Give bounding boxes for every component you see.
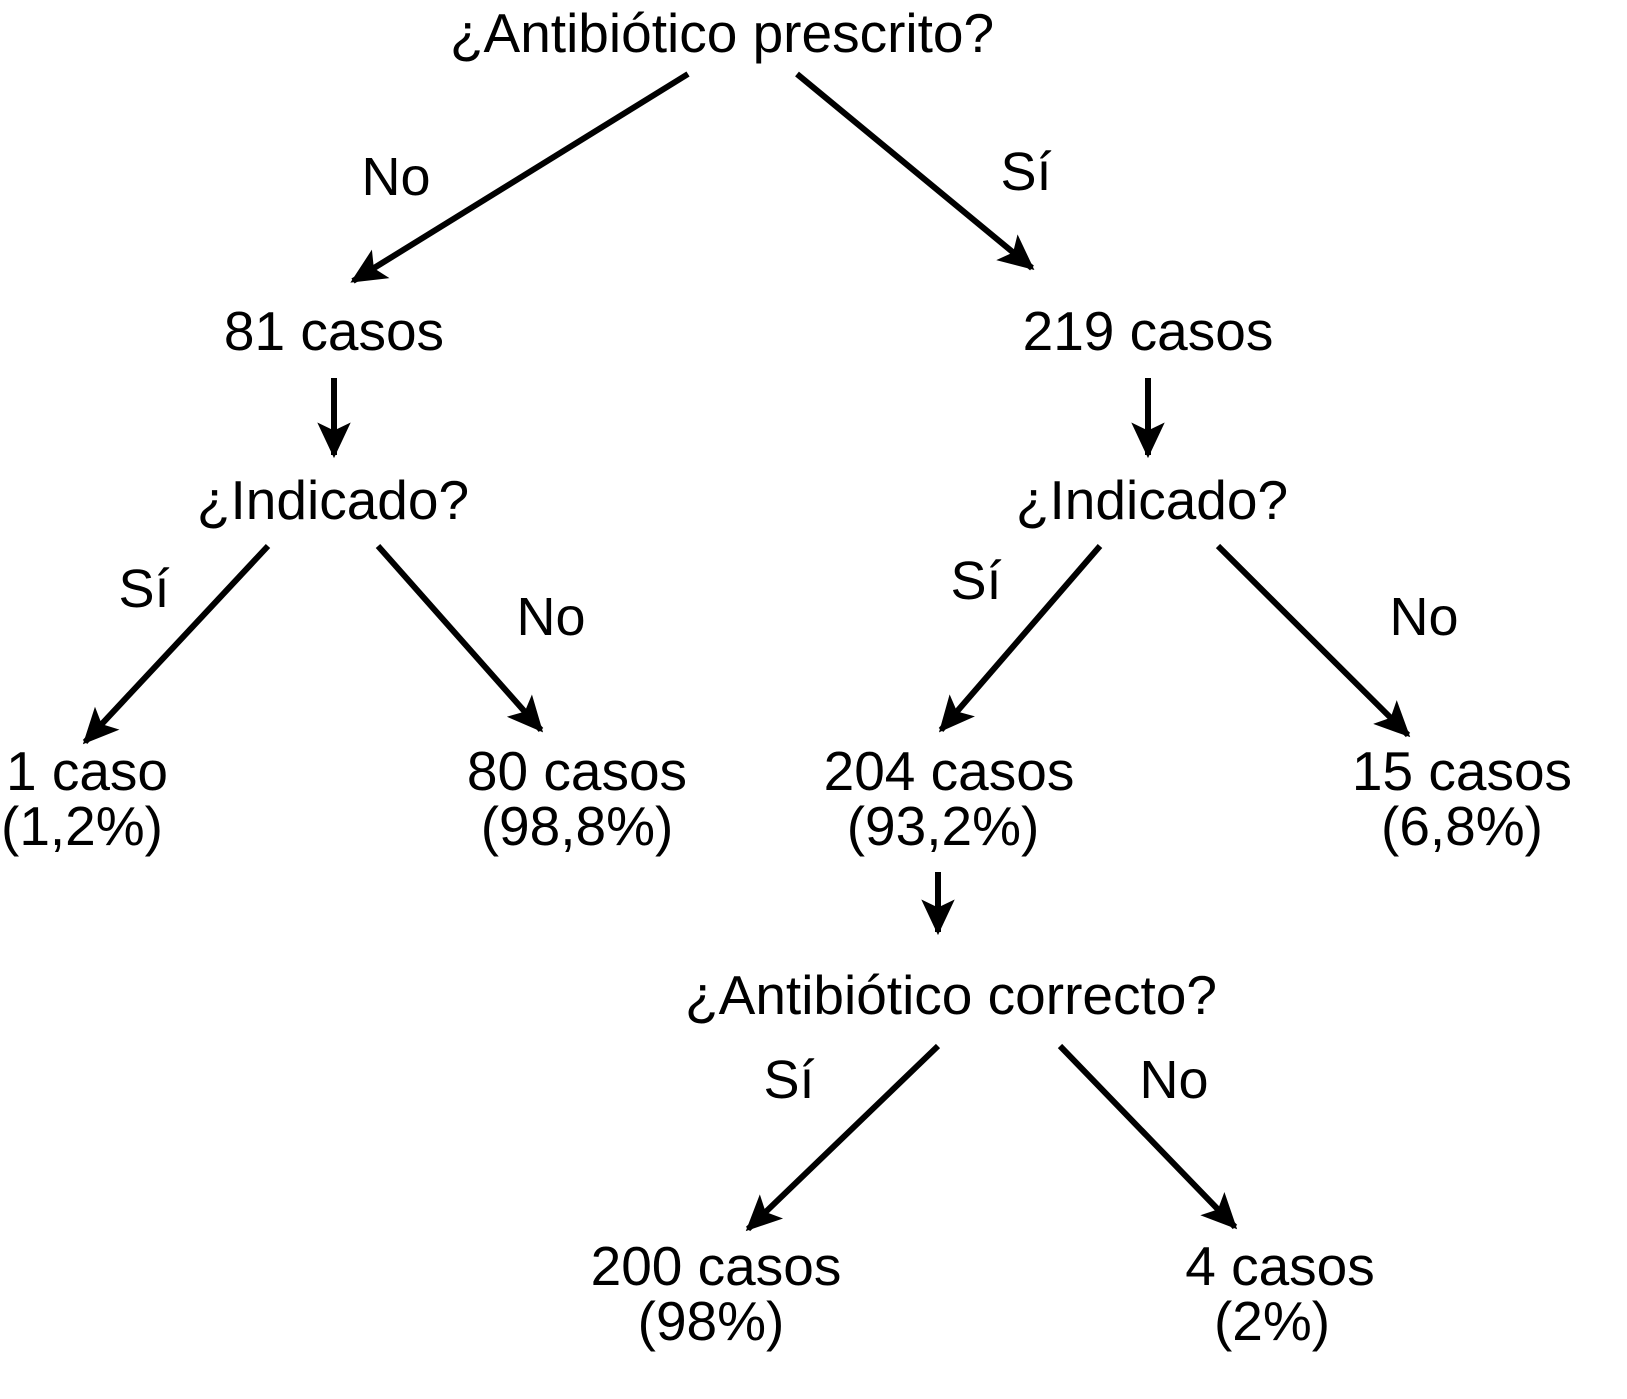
edge-right-indicado-to-204-casos	[938, 544, 1103, 733]
edge-root-to-219-casos	[795, 71, 1035, 271]
edge-label-correcto-si: Sí	[763, 1050, 814, 1110]
edge-label-left-indicado-si: Sí	[118, 559, 169, 619]
node-right-count-label: 219 casos	[1023, 300, 1274, 362]
edge-label-root-no: No	[361, 147, 430, 207]
node-leaf-4-casos-line2: (2%)	[1214, 1290, 1330, 1352]
node-root-label: ¿Antibiótico prescrito?	[450, 2, 994, 64]
node-leaf-15-casos-line1: 15 casos	[1352, 740, 1572, 802]
edge-root-to-81-casos	[350, 71, 690, 284]
node-left-count-label: 81 casos	[224, 300, 444, 362]
edge-right-indicado-to-15-casos	[1215, 543, 1411, 738]
node-leaf-204-casos-line1: 204 casos	[824, 740, 1075, 802]
node-leaf-1-caso-line1: 1 caso	[6, 740, 168, 802]
node-left-indicated-label: ¿Indicado?	[197, 469, 469, 531]
edge-correcto-to-200-casos	[745, 1043, 941, 1232]
node-right-indicated-label: ¿Indicado?	[1016, 469, 1288, 531]
edge-label-right-indicado-no: No	[1389, 587, 1458, 647]
node-leaf-4-casos-line1: 4 casos	[1185, 1235, 1375, 1297]
edge-left-indicado-to-1-caso	[82, 543, 271, 745]
node-correct-antibiotic-label: ¿Antibiótico correcto?	[685, 964, 1217, 1026]
node-leaf-204-casos-line2: (93,2%)	[847, 795, 1040, 857]
edge-label-correcto-no: No	[1139, 1050, 1208, 1110]
edge-label-root-si: Sí	[1000, 142, 1051, 202]
edge-label-right-indicado-si: Sí	[950, 551, 1001, 611]
node-leaf-15-casos-line2: (6,8%)	[1381, 795, 1543, 857]
edge-label-left-indicado-no: No	[516, 587, 585, 647]
edge-correcto-to-4-casos	[1057, 1043, 1238, 1230]
node-leaf-200-casos-line1: 200 casos	[591, 1235, 842, 1297]
edge-left-indicado-to-80-casos	[375, 544, 544, 733]
node-leaf-80-casos-line1: 80 casos	[467, 740, 687, 802]
node-leaf-200-casos-line2: (98%)	[638, 1290, 785, 1352]
node-leaf-80-casos-line2: (98,8%)	[481, 795, 674, 857]
node-leaf-1-caso-line2: (1,2%)	[1, 795, 163, 857]
